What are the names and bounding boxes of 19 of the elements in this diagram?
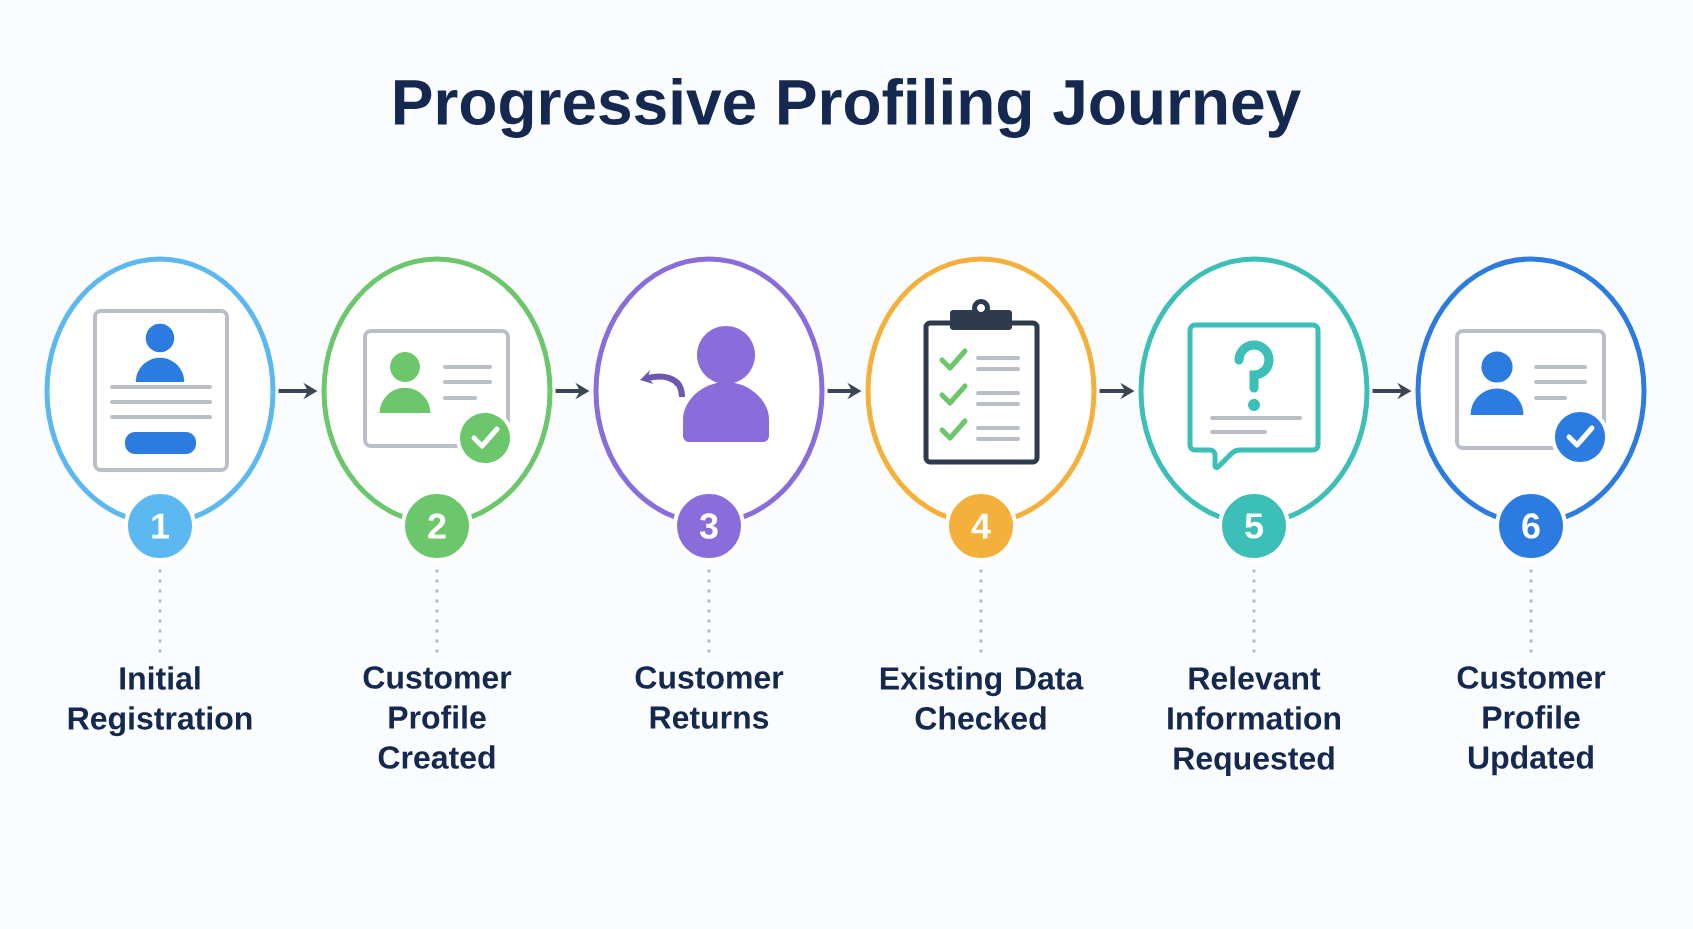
step-label: Customer Returns <box>635 666 784 729</box>
dotted-line <box>979 569 983 654</box>
dotted-line <box>158 569 162 654</box>
step-label: Relevant Information Requested <box>1168 666 1341 777</box>
dotted-line <box>1529 569 1533 654</box>
number-badge: 6 <box>1495 490 1567 562</box>
step-label: Customer Profile Updated <box>1457 666 1606 776</box>
step-label: Existing Data Checked <box>880 666 1084 730</box>
number-badge: 5 <box>1218 490 1290 562</box>
dotted-line <box>707 569 711 654</box>
title: Progressive Profiling Journey <box>395 78 1301 138</box>
number-badge: 1 <box>124 490 196 562</box>
number-badge: 3 <box>673 490 745 562</box>
number-badge: 4 <box>945 490 1017 562</box>
dotted-line <box>1252 569 1256 654</box>
dotted-line <box>435 569 439 654</box>
step-label: Customer Profile Created <box>363 666 512 769</box>
number-badge: 2 <box>401 490 473 562</box>
step-label: Initial Registration <box>68 666 252 737</box>
